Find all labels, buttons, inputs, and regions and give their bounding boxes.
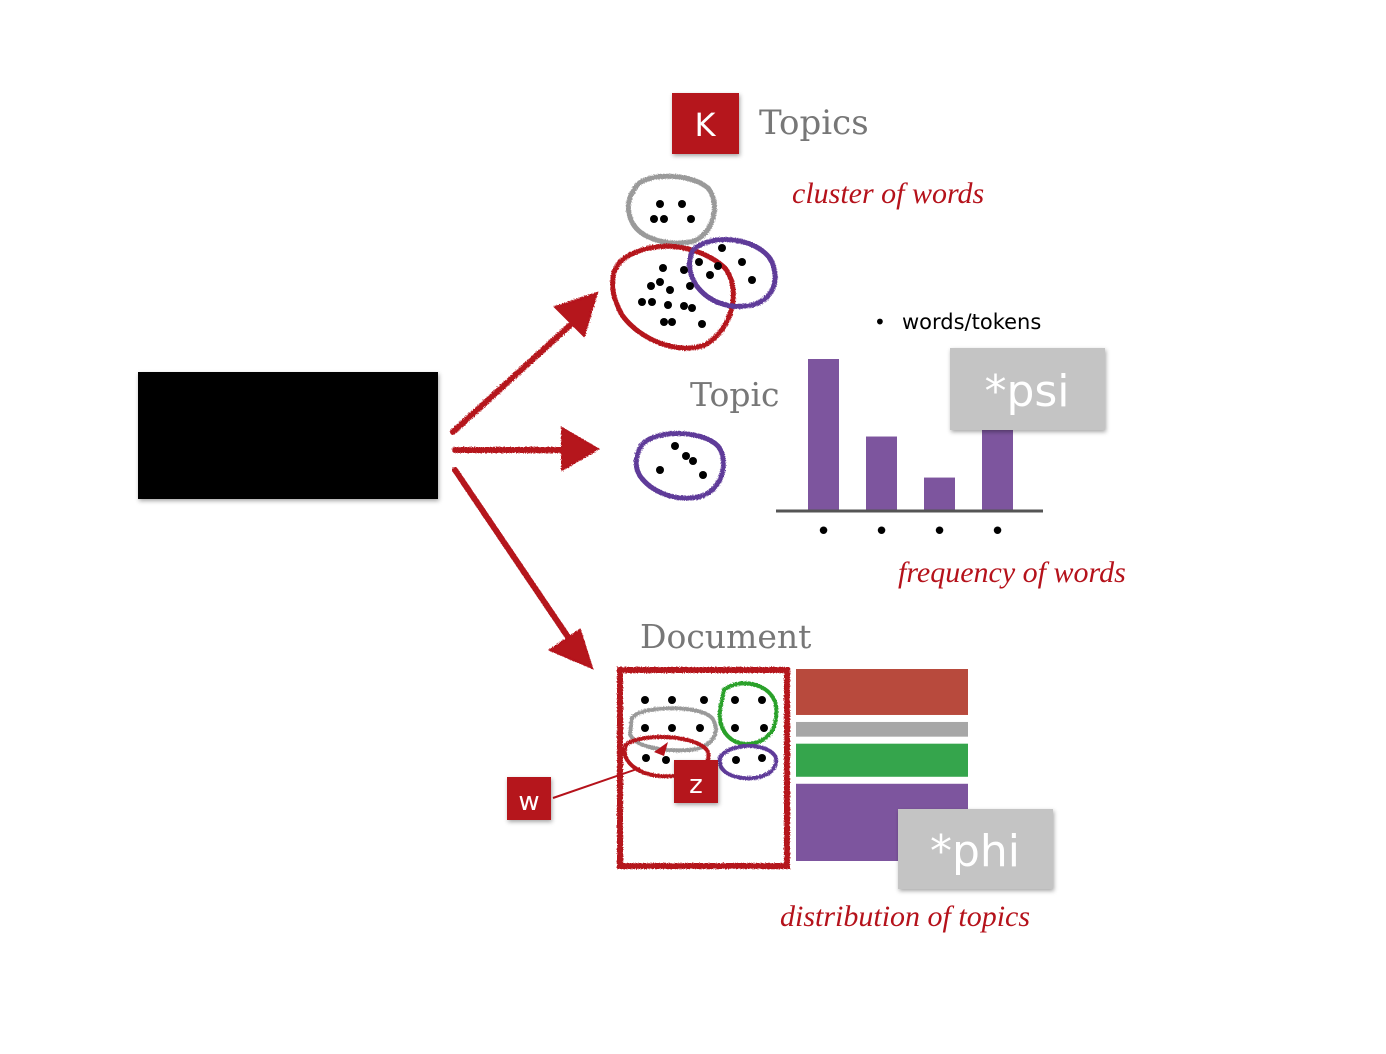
psi-label: *psi [984, 366, 1069, 417]
topic-title: Topic [690, 375, 779, 414]
z-pointer-arrow [654, 742, 668, 756]
w-pointer-line [552, 767, 641, 799]
document-title: Document [640, 617, 811, 656]
arrows [450, 291, 600, 670]
gray-cluster [625, 173, 717, 246]
frequency-tick-4: • [990, 517, 1005, 547]
frequency-bar-2 [866, 436, 897, 511]
arrow-to-topic-head [561, 426, 600, 472]
topic-proportion-bar-3 [796, 743, 968, 777]
topics-title: Topics [759, 103, 869, 143]
z-badge [674, 760, 718, 803]
topic-cluster-dots [638, 200, 756, 328]
word-frequency-chart: • • • • [776, 359, 1043, 547]
psi-box [950, 348, 1105, 430]
distribution-caption: distribution of topics [780, 900, 1030, 933]
document-dots [641, 696, 768, 764]
corpus-box [138, 372, 438, 499]
topics-caption: cluster of words [792, 177, 984, 210]
arrow-to-topics [450, 315, 581, 435]
frequency-caption: frequency of words [898, 556, 1126, 589]
topic-proportion-bar-1 [796, 669, 968, 715]
document-box [617, 667, 790, 869]
k-label: K [695, 106, 717, 144]
single-topic-cluster [633, 431, 726, 501]
frequency-tick-2: • [874, 517, 889, 547]
doc-green-cluster [717, 681, 779, 747]
k-badge [672, 93, 739, 154]
single-topic-dots [656, 442, 707, 479]
legend-bullet: • [874, 310, 886, 334]
frequency-bar-4 [982, 425, 1013, 511]
frequency-bar-3 [924, 477, 955, 511]
red-cluster [610, 243, 736, 351]
doc-purple-cluster [717, 744, 779, 781]
frequency-bar-1 [808, 359, 839, 511]
purple-cluster [687, 237, 778, 309]
arrow-to-document [452, 467, 573, 643]
frequency-tick-1: • [816, 517, 831, 547]
frequency-tick-3: • [932, 517, 947, 547]
topic-proportion-bars [796, 669, 968, 861]
topic-proportion-bar-2 [796, 721, 968, 737]
legend-label: words/tokens [902, 310, 1041, 334]
arrow-to-topics-head [553, 291, 599, 338]
topic-clusters [610, 173, 778, 351]
doc-gray-cluster [627, 706, 718, 753]
w-badge [507, 777, 551, 820]
z-label: z [689, 770, 703, 800]
arrow-to-document-head [547, 628, 594, 670]
w-label: w [518, 787, 539, 817]
phi-box [898, 809, 1053, 889]
phi-label: *phi [930, 826, 1020, 877]
